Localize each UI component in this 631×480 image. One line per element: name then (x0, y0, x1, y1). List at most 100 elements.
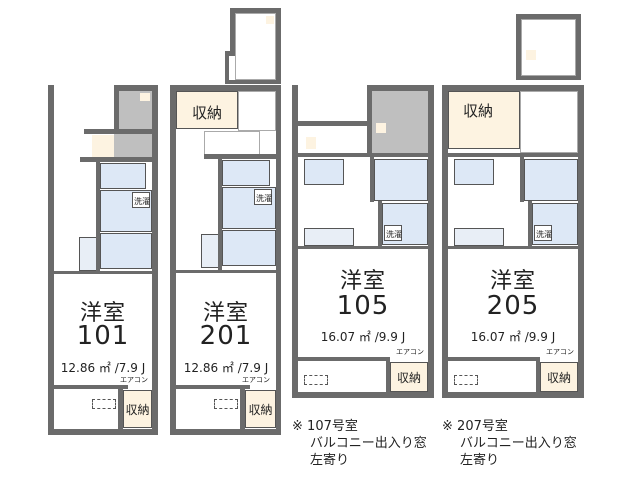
wall (536, 357, 540, 395)
wall (448, 153, 584, 157)
storage-label: 収納 (248, 403, 273, 417)
balcony-storage: 収納 (245, 390, 276, 428)
wall (48, 85, 54, 435)
wall (225, 80, 281, 84)
stairs (114, 134, 152, 159)
kitchen (304, 228, 354, 246)
wall (114, 85, 158, 91)
wall (370, 157, 374, 202)
stairs (520, 91, 578, 153)
bathroom (100, 233, 152, 269)
note-mark: ※ (292, 419, 303, 434)
wall (298, 357, 388, 361)
wall (367, 85, 434, 91)
room-type-label: 洋室 (339, 269, 386, 294)
shoe-storage (140, 93, 150, 101)
room-area: 16.07 ㎡ /9.9 J (320, 330, 406, 344)
wall (118, 385, 123, 433)
wall (292, 392, 434, 398)
wall (367, 85, 372, 153)
wall (276, 85, 281, 435)
unit-205-plan: 収納 洗濯 収納 エアコン 洋室 205 16.07 ㎡ /9.9 J (442, 14, 584, 398)
wall (298, 121, 368, 126)
stairs (238, 91, 276, 131)
wall (170, 385, 250, 389)
bathroom (222, 230, 276, 266)
note-line1: 207号室 (457, 419, 508, 434)
laundry-space: 洗濯 (384, 225, 402, 241)
kitchen (454, 228, 504, 246)
wall (516, 14, 580, 19)
storage-label: 収納 (191, 104, 222, 122)
wall (520, 157, 524, 202)
outdoor-unit (214, 399, 238, 409)
wall (448, 357, 538, 361)
note-line3: 左寄り (310, 453, 350, 468)
wall (240, 385, 245, 433)
toilet (222, 160, 270, 186)
laundry-label: 洗濯 (386, 230, 402, 239)
wall (218, 158, 222, 270)
wall (292, 85, 298, 398)
shoe-storage (266, 16, 274, 24)
room-number: 101 (76, 321, 130, 351)
room-area: 12.86 ㎡ /7.9 J (183, 361, 269, 375)
laundry-label: 洗濯 (134, 197, 150, 206)
wall (528, 201, 532, 246)
aircon-label: エアコン (120, 376, 148, 384)
entrance-storage (92, 135, 114, 157)
kitchen (79, 237, 97, 271)
laundry-label: 洗濯 (536, 230, 552, 239)
wall (230, 8, 280, 13)
wall (442, 85, 448, 398)
wall (276, 8, 281, 83)
outdoor-unit (454, 375, 478, 385)
wall (170, 85, 280, 91)
entrance-storage (306, 137, 316, 149)
wall (516, 14, 521, 80)
wall (225, 51, 240, 56)
outdoor-unit (92, 399, 116, 409)
note-107: ※ 107号室 バルコニー出入り窓 左寄り (292, 418, 427, 469)
bathroom (374, 159, 428, 201)
wall (96, 161, 100, 273)
toilet (100, 163, 146, 189)
aircon-label: エアコン (396, 348, 424, 356)
wall (442, 392, 584, 398)
stairs-upper (235, 13, 276, 80)
room-type-label: 洋室 (489, 269, 536, 294)
outdoor-unit (304, 375, 328, 385)
stairs (372, 91, 428, 153)
toilet (454, 159, 494, 185)
room-area: 16.07 ㎡ /9.9 J (470, 330, 556, 344)
note-line2: バルコニー出入り窓 (310, 436, 427, 451)
wall (298, 246, 434, 249)
laundry-label: 洗濯 (256, 194, 272, 203)
room-number: 205 (486, 291, 540, 321)
top-storage: 収納 (448, 91, 520, 149)
kitchen (201, 234, 219, 268)
laundry-space: 洗濯 (254, 189, 272, 205)
room-number: 105 (336, 291, 390, 321)
unit-201-plan: 収納 洗濯 収納 エアコン 洋室 201 12.86 ㎡ /7.9 J (170, 8, 290, 435)
wall (204, 154, 281, 159)
wall (428, 85, 434, 398)
note-line1: 107号室 (307, 419, 358, 434)
top-storage: 収納 (176, 91, 238, 129)
wall (442, 85, 584, 91)
wall (48, 385, 128, 389)
stairs-upper (521, 19, 576, 76)
wall (80, 157, 158, 162)
storage-label: 収納 (546, 371, 571, 385)
laundry-space: 洗濯 (534, 225, 552, 241)
wall (48, 271, 158, 274)
storage-label: 収納 (125, 403, 150, 417)
balcony-storage: 収納 (540, 362, 578, 392)
wall (48, 429, 158, 435)
note-207: ※ 207号室 バルコニー出入り窓 左寄り (442, 418, 577, 469)
stairs (204, 131, 260, 155)
wall (378, 201, 382, 246)
wall (578, 85, 584, 398)
shoe-storage (526, 50, 536, 60)
wall (170, 270, 281, 273)
